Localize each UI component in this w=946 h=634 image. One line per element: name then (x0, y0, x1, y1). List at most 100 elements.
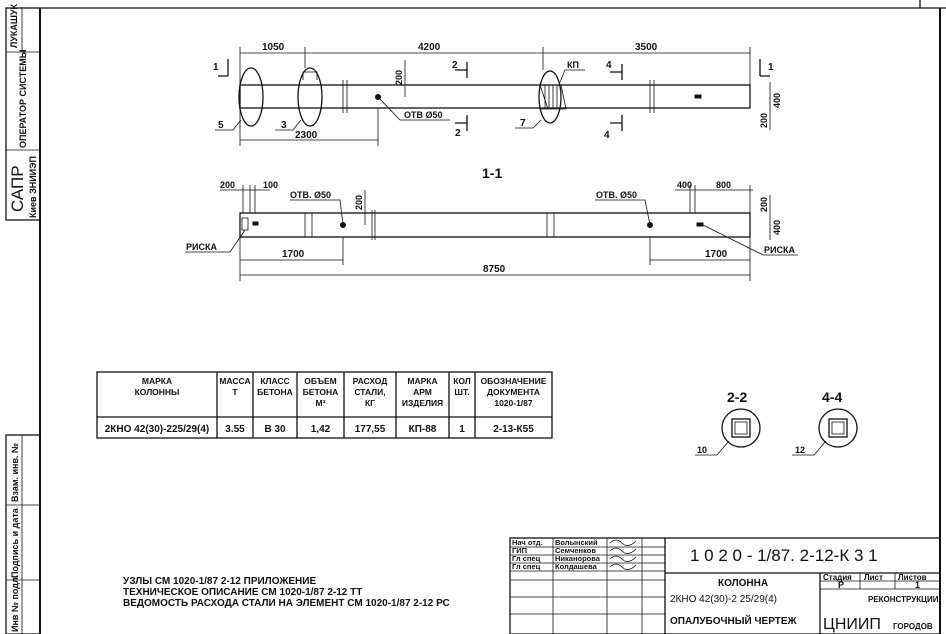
table-header-cell: ДОКУМЕНТА (487, 387, 540, 397)
signature (609, 547, 637, 554)
dim-1700-left: 1700 (282, 249, 305, 260)
org-text-2: ГОРОДОВ (893, 622, 933, 631)
dim-1050: 1050 (262, 42, 285, 53)
note-line: ВЕДОМОСТЬ РАСХОДА СТАЛИ НА ЭЛЕМЕНТ СМ 10… (123, 598, 450, 609)
table-header-cell: МАССА (219, 376, 250, 386)
note-line: ТЕХНИЧЕСКОЕ ОПИСАНИЕ СМ 1020-1/87 2-12 Т… (123, 587, 362, 598)
table-header-cell: КОЛОННЫ (135, 387, 180, 397)
stamp-author: ЛУКАШУК (9, 3, 19, 48)
table-header-cell: МАРКА (407, 376, 437, 386)
hole-label: ОТВ Ø50 (404, 110, 443, 120)
section-title-2-2: 2-2 (727, 389, 747, 405)
dim-right-200: 200 (759, 197, 769, 212)
item-mark: 2КНО 42(30)-2 25/29(4) (670, 594, 777, 605)
stage-value: Р (838, 580, 844, 590)
role-label: Гл спец (512, 562, 541, 571)
dim-800: 800 (716, 180, 731, 190)
table-header-cell: РАСХОД (353, 376, 388, 386)
stamp-inv-podl: Инв № подл. (10, 575, 20, 632)
dim-8750: 8750 (483, 264, 506, 275)
table-header-cell: АРМ (413, 387, 432, 397)
table-header-cell: 1020-1/87 (494, 398, 533, 408)
table-cell: 177,55 (355, 424, 386, 435)
stamp-signature-date: Подпись и дата (10, 507, 20, 578)
sheets-label: Листов (898, 573, 927, 582)
stamp-vzam-inv: Взам. инв. № (10, 443, 20, 502)
section-mark-4-bottom: 4 (604, 130, 610, 141)
hole-label-right: ОТВ. Ø50 (596, 190, 637, 200)
document-code: 1 0 2 0 - 1/87. 2-12-К 3 1 (690, 546, 878, 565)
notes: УЗЛЫ СМ 1020-1/87 2-12 ПРИЛОЖЕНИЕ ТЕХНИЧ… (123, 576, 450, 609)
table-header-cell: КОЛ (453, 376, 471, 386)
role-label: Гл спец (512, 554, 541, 563)
person-name: Никанорова (555, 554, 601, 563)
org-text-1: РЕКОНСТРУКЦИИ (868, 595, 939, 604)
table-header-cell: СТАЛИ, (354, 387, 385, 397)
callout-7: 7 (520, 118, 526, 129)
table-cell: В 30 (264, 424, 286, 435)
table-cell: 1 (459, 424, 465, 435)
table-header-cell: ШТ. (454, 387, 469, 397)
table-cell: 2КНО 42(30)-225/29(4) (105, 424, 210, 435)
table-cell: КП-88 (409, 424, 437, 435)
column-section-1-1: 1-1 ОТВ. Ø50 ОТВ. Ø50 200 100 400 800 20… (185, 165, 798, 281)
sheets-value: 1 (915, 580, 920, 590)
section-mark-4-top: 4 (606, 60, 612, 71)
signature (609, 563, 637, 570)
drawing-type: ОПАЛУБОЧНЫЙ ЧЕРТЕЖ (670, 614, 798, 627)
sheet-frame (39, 0, 946, 634)
section-mark-2-top: 2 (452, 60, 458, 71)
stamp-org-main: САПР (8, 165, 27, 212)
section-mark-2-bottom: 2 (455, 128, 461, 139)
insert-label-kp: КП (567, 60, 579, 70)
person-name: Семченков (555, 546, 596, 555)
callout-12: 12 (795, 445, 805, 455)
detail-oval-5 (238, 67, 264, 127)
stamp-org-sub: Киев ЗНИИЭП (28, 156, 38, 218)
table-header-cell: БЕТОНА (257, 387, 293, 397)
dim-right-200: 200 (759, 113, 769, 128)
dim-200: 200 (220, 180, 235, 190)
table-header-cell: МАРКА (142, 376, 172, 386)
riska-label-left: РИСКА (186, 242, 217, 252)
table-cell: 3.55 (225, 424, 245, 435)
dim-200-vertical: 200 (394, 70, 404, 85)
role-label: Нач отд. (512, 538, 543, 547)
role-label: ГИП (512, 546, 527, 555)
item-name: КОЛОННА (718, 578, 768, 589)
dim-2300: 2300 (295, 130, 318, 141)
table-header-cell: КЛАСС (260, 376, 289, 386)
table-header-cell: ОБЪЕМ (304, 376, 337, 386)
signature (609, 539, 637, 546)
left-stamp-top: ЛУКАШУК ОПЕРАТОР СИСТЕМЫ САПР Киев ЗНИИЭ… (5, 3, 41, 221)
table-header-cell: М³ (316, 398, 326, 408)
callout-5: 5 (218, 120, 224, 131)
column-plan-view: ОТВ Ø50 1050 4200 3500 200 2300 200 400 … (213, 42, 782, 146)
spec-table: МАРКАКОЛОННЫМАССАТКЛАССБЕТОНАОБЪЕМБЕТОНА… (96, 371, 553, 439)
signature (609, 555, 637, 562)
dim-4200: 4200 (418, 42, 441, 53)
section-title-4-4: 4-4 (822, 389, 842, 405)
stage-label: Стадия (823, 573, 852, 582)
person-name: Колдашева (555, 562, 598, 571)
detail-oval-7 (538, 70, 562, 124)
dim-1700-right: 1700 (705, 249, 728, 260)
table-header-cell: КГ (365, 398, 375, 408)
callout-10: 10 (697, 445, 707, 455)
callout-3: 3 (281, 120, 287, 131)
org-logo: ЦНИИП (823, 616, 881, 633)
table-header-cell: ОБОЗНАЧЕНИЕ (481, 376, 547, 386)
section-mark-1-right: 1 (768, 62, 774, 73)
table-header-cell: БЕТОНА (303, 387, 339, 397)
dim-200-vertical: 200 (354, 195, 364, 210)
section-title-1-1: 1-1 (482, 165, 502, 181)
stamp-operator: ОПЕРАТОР СИСТЕМЫ (18, 49, 28, 148)
left-stamp-bottom: Инв № подл. Подпись и дата Взам. инв. № (5, 434, 41, 634)
person-name: Волынский (555, 538, 598, 547)
hole-label-left: ОТВ. Ø50 (290, 190, 331, 200)
section-mark-1-left: 1 (213, 62, 219, 73)
dim-3500: 3500 (635, 42, 658, 53)
table-cell: 2-13-К55 (493, 424, 534, 435)
dim-100: 100 (263, 180, 278, 190)
